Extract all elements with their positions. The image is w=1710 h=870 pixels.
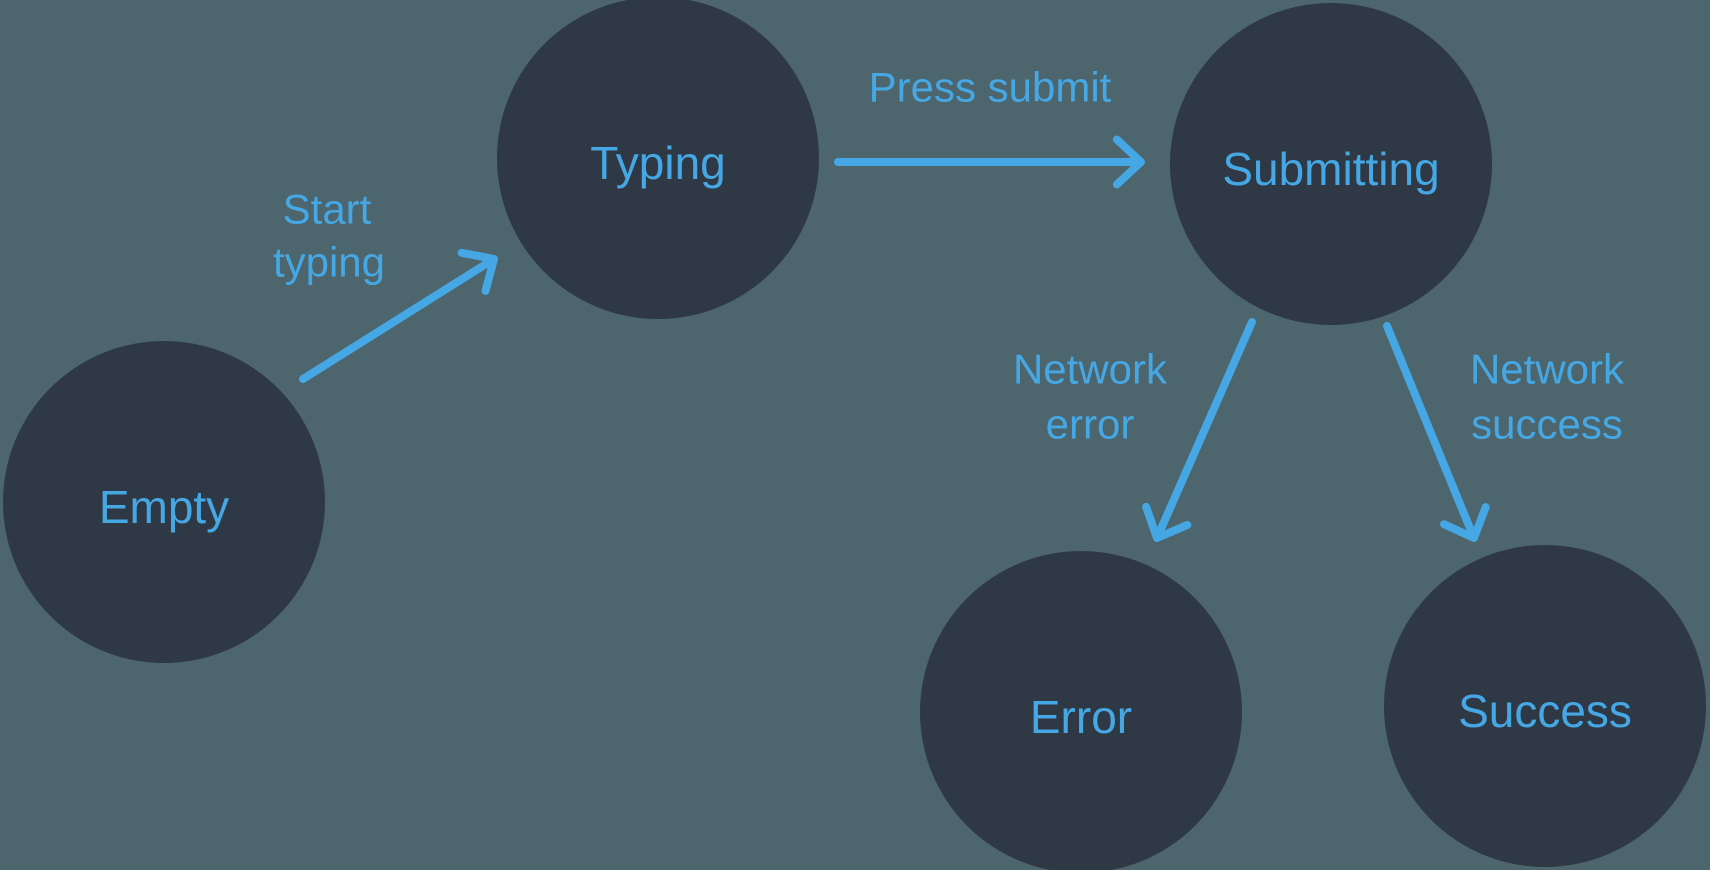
state-node-success: Success [1384,545,1706,867]
transition-arrow-line [299,257,494,383]
transition-arrow-line [1383,322,1477,538]
state-circle [1384,545,1706,867]
transition-label: Network [1013,346,1168,393]
transition-start-typing: Start typing [273,186,498,383]
transition-network-error: Network error [1013,318,1256,542]
state-label: Empty [99,481,229,533]
state-circle [1170,3,1492,325]
state-node-error: Error [920,551,1242,870]
transition-label: typing [273,239,385,286]
transition-label: Press submit [869,64,1112,111]
state-circle [3,341,325,663]
arrowhead-icon [1112,135,1145,189]
transition-label: Start [283,186,372,233]
arrowhead-icon [457,248,498,295]
state-label: Typing [590,137,726,189]
state-label: Error [1030,691,1132,743]
state-node-submitting: Submitting [1170,3,1492,325]
arrowhead-icon [1142,502,1192,542]
transition-label: Network [1470,346,1625,393]
transition-arrow-line [1155,318,1256,538]
state-circle [497,0,819,319]
transition-label: error [1046,401,1135,448]
transition-press-submit: Press submit [834,64,1145,189]
state-node-empty: Empty [3,341,325,663]
state-label: Submitting [1222,143,1439,195]
state-circle [920,551,1242,870]
state-node-typing: Typing [497,0,819,319]
state-label: Success [1458,685,1632,737]
arrowhead-icon [1440,503,1490,542]
transition-network-success: Network success [1383,322,1625,542]
transition-label: success [1471,401,1623,448]
